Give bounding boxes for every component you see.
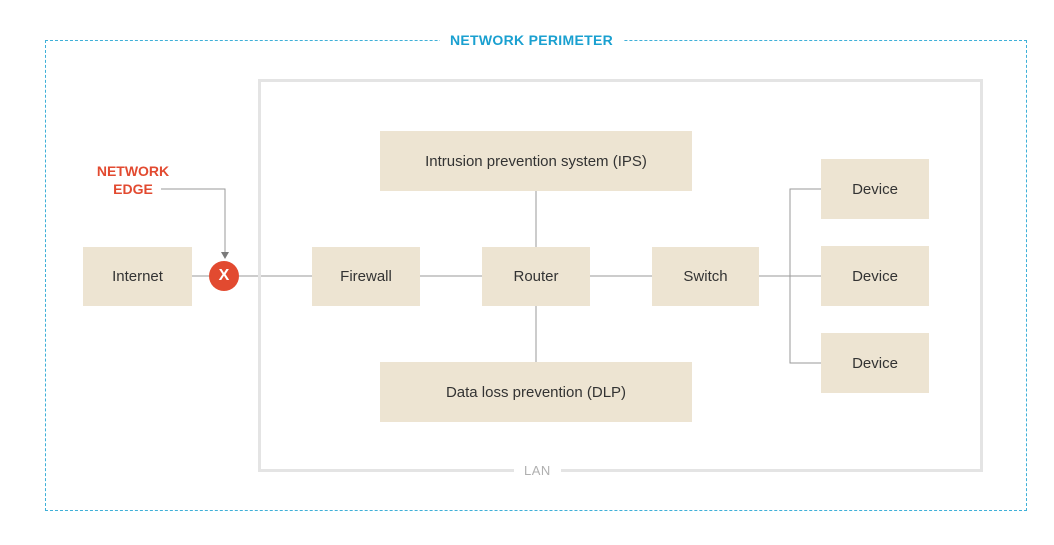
edge-pointer-line [161, 188, 226, 254]
network-edge-label-line1: NETWORK [96, 163, 170, 179]
device-node-2: Device [821, 246, 929, 306]
network-perimeter-label: NETWORK PERIMETER [440, 30, 623, 50]
network-edge-label: NETWORK EDGE [88, 162, 178, 198]
internet-node: Internet [83, 247, 192, 306]
network-edge-label-line2: EDGE [113, 181, 153, 197]
firewall-node: Firewall [312, 247, 420, 306]
line-switch-devices [789, 188, 821, 364]
switch-node: Switch [652, 247, 759, 306]
device-node-1: Device [821, 159, 929, 219]
network-edge-marker: X [209, 261, 239, 291]
lan-boundary [258, 79, 983, 472]
dlp-node: Data loss prevention (DLP) [380, 362, 692, 422]
ips-node: Intrusion prevention system (IPS) [380, 131, 692, 191]
router-node: Router [482, 247, 590, 306]
lan-label: LAN [514, 462, 561, 480]
device-node-3: Device [821, 333, 929, 393]
edge-pointer-arrow [221, 252, 229, 259]
